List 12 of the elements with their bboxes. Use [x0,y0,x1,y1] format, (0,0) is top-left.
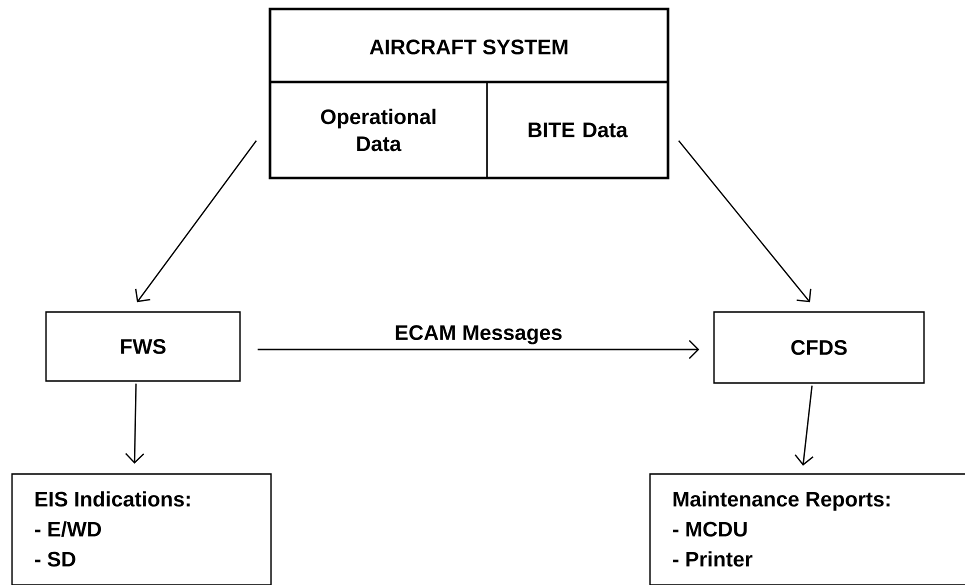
edge-label: ECAM Messages [393,324,564,346]
arrow [678,140,812,302]
output-box: Maintenance Reports: - MCDU - Printer [649,473,965,585]
process-box: FWS [45,311,241,382]
arrow [125,384,144,464]
data-cell: BITE Data [486,81,669,179]
arrow [794,386,814,466]
process-box: CFDS [713,311,925,384]
arrow [258,340,700,359]
arrow [135,140,257,302]
output-box: EIS Indications: - E/WD - SD [11,473,272,585]
data-cell: Operational Data [269,81,488,179]
